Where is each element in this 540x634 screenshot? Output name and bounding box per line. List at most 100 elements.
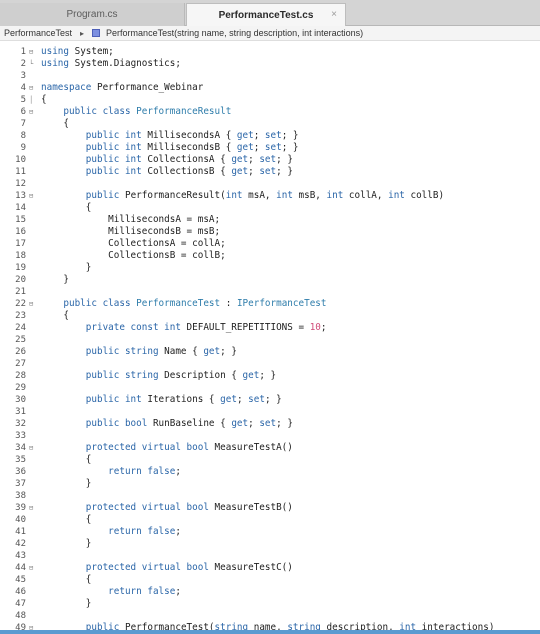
code-line[interactable]: 18 CollectionsB = collB; (0, 250, 540, 262)
code-line[interactable]: 4⊟namespace Performance_Webinar (0, 82, 540, 94)
code-line[interactable]: 17 CollectionsA = collA; (0, 238, 540, 250)
fold-toggle-icon[interactable]: ⊟ (29, 444, 34, 452)
code-line[interactable]: 49⊟ public PerformanceTest(string name, … (0, 622, 540, 634)
fold-toggle-icon[interactable]: ⊟ (29, 300, 34, 308)
code-token (41, 346, 86, 357)
code-token: ; (236, 394, 249, 405)
line-number: 27 (15, 359, 26, 369)
code-line[interactable]: 11 public int CollectionsB { get; set; } (0, 166, 540, 178)
fold-toggle-icon[interactable]: └ (29, 60, 34, 68)
code-line[interactable]: 24 private const int DEFAULT_REPETITIONS… (0, 322, 540, 334)
code-line[interactable]: 21 (0, 286, 540, 298)
code-line[interactable]: 8 public int MillisecondsA { get; set; } (0, 130, 540, 142)
code-line[interactable]: 45 { (0, 574, 540, 586)
code-token: 10 (309, 322, 321, 333)
code-line[interactable]: 36 return false; (0, 466, 540, 478)
line-number: 36 (15, 467, 26, 477)
code-line[interactable]: 42 } (0, 538, 540, 550)
code-token: { (41, 454, 92, 465)
code-editor[interactable]: 1⊟using System;2└using System.Diagnostic… (0, 42, 540, 634)
code-line[interactable]: 13⊟ public PerformanceResult(int msA, in… (0, 190, 540, 202)
code-line[interactable]: 6⊟ public class PerformanceResult (0, 106, 540, 118)
code-line[interactable]: 30 public int Iterations { get; set; } (0, 394, 540, 406)
code-line[interactable]: 28 public string Description { get; } (0, 370, 540, 382)
code-line[interactable]: 38 (0, 490, 540, 502)
code-token: } (41, 598, 92, 609)
code-line[interactable]: 5│{ (0, 94, 540, 106)
code-text: namespace Performance_Webinar (41, 82, 203, 94)
code-line[interactable]: 33 (0, 430, 540, 442)
code-line[interactable]: 34⊟ protected virtual bool MeasureTestA(… (0, 442, 540, 454)
code-token: MeasureTestC() (208, 562, 293, 573)
code-line[interactable]: 19 } (0, 262, 540, 274)
code-line[interactable]: 41 return false; (0, 526, 540, 538)
line-number: 20 (15, 275, 26, 285)
fold-toggle-icon[interactable]: ⊟ (29, 108, 34, 116)
code-line[interactable]: 29 (0, 382, 540, 394)
line-number: 18 (15, 251, 26, 261)
line-number: 19 (15, 263, 26, 273)
code-line[interactable]: 44⊟ protected virtual bool MeasureTestC(… (0, 562, 540, 574)
code-line[interactable]: 22⊟ public class PerformanceTest : IPerf… (0, 298, 540, 310)
code-token: ; (248, 166, 260, 177)
code-line[interactable]: 35 { (0, 454, 540, 466)
code-text: { (41, 310, 69, 322)
code-line[interactable]: 20 } (0, 274, 540, 286)
code-token: int (399, 622, 417, 633)
code-line[interactable]: 2└using System.Diagnostics; (0, 58, 540, 70)
breadcrumb-class[interactable]: PerformanceTest (4, 28, 73, 38)
code-line[interactable]: 27 (0, 358, 540, 370)
line-number: 8 (20, 131, 26, 141)
code-line[interactable]: 47 } (0, 598, 540, 610)
fold-toggle-icon[interactable]: ⊟ (29, 48, 34, 56)
fold-toggle-icon[interactable]: ⊟ (29, 624, 34, 632)
code-text: public int CollectionsB { get; set; } (41, 166, 293, 178)
code-line[interactable]: 12 (0, 178, 540, 190)
code-line[interactable]: 14 { (0, 202, 540, 214)
fold-toggle-icon[interactable]: ⊟ (29, 564, 34, 572)
fold-toggle-icon[interactable]: │ (29, 96, 34, 104)
code-token: set (259, 418, 277, 429)
code-line[interactable]: 43 (0, 550, 540, 562)
code-line[interactable]: 37 } (0, 478, 540, 490)
fold-toggle-icon[interactable]: ⊟ (29, 84, 34, 92)
breadcrumb-member[interactable]: PerformanceTest(string name, string desc… (106, 28, 364, 38)
code-line[interactable]: 31 (0, 406, 540, 418)
tab-program-cs[interactable]: Program.cs (0, 3, 185, 26)
code-line[interactable]: 26 public string Name { get; } (0, 346, 540, 358)
line-number: 2 (20, 59, 26, 69)
code-line[interactable]: 23 { (0, 310, 540, 322)
code-token (41, 142, 86, 153)
code-line[interactable]: 32 public bool RunBaseline { get; set; } (0, 418, 540, 430)
close-icon[interactable]: × (331, 9, 337, 20)
fold-toggle-icon[interactable]: ⊟ (29, 504, 34, 512)
code-token: RunBaseline { (147, 418, 232, 429)
code-token (41, 442, 86, 453)
code-line[interactable]: 10 public int CollectionsA { get; set; } (0, 154, 540, 166)
fold-toggle-icon[interactable]: ⊟ (29, 192, 34, 200)
code-token: public bool (85, 418, 148, 429)
code-text: return false; (41, 586, 181, 598)
line-number: 43 (15, 551, 26, 561)
code-line[interactable]: 25 (0, 334, 540, 346)
line-number: 35 (15, 455, 26, 465)
code-line[interactable]: 15 MillisecondsA = msA; (0, 214, 540, 226)
code-line[interactable]: 3 (0, 70, 540, 82)
code-text: public PerformanceTest(string name, stri… (41, 622, 495, 634)
code-line[interactable]: 16 MillisecondsB = msB; (0, 226, 540, 238)
code-line[interactable]: 1⊟using System; (0, 46, 540, 58)
code-line[interactable]: 48 (0, 610, 540, 622)
code-text: public class PerformanceTest : IPerforma… (41, 298, 326, 310)
code-line[interactable]: 46 return false; (0, 586, 540, 598)
code-token: ; (175, 466, 181, 477)
code-line[interactable]: 39⊟ protected virtual bool MeasureTestB(… (0, 502, 540, 514)
code-line[interactable]: 40 { (0, 514, 540, 526)
code-line[interactable]: 7 { (0, 118, 540, 130)
tab-performancetest-cs[interactable]: PerformanceTest.cs × (186, 3, 346, 26)
code-token: msB, (292, 190, 327, 201)
code-text: CollectionsB = collB; (41, 250, 226, 262)
code-token: { (41, 514, 92, 525)
line-number: 49 (15, 623, 26, 633)
code-line[interactable]: 9 public int MillisecondsB { get; set; } (0, 142, 540, 154)
code-text: return false; (41, 466, 181, 478)
